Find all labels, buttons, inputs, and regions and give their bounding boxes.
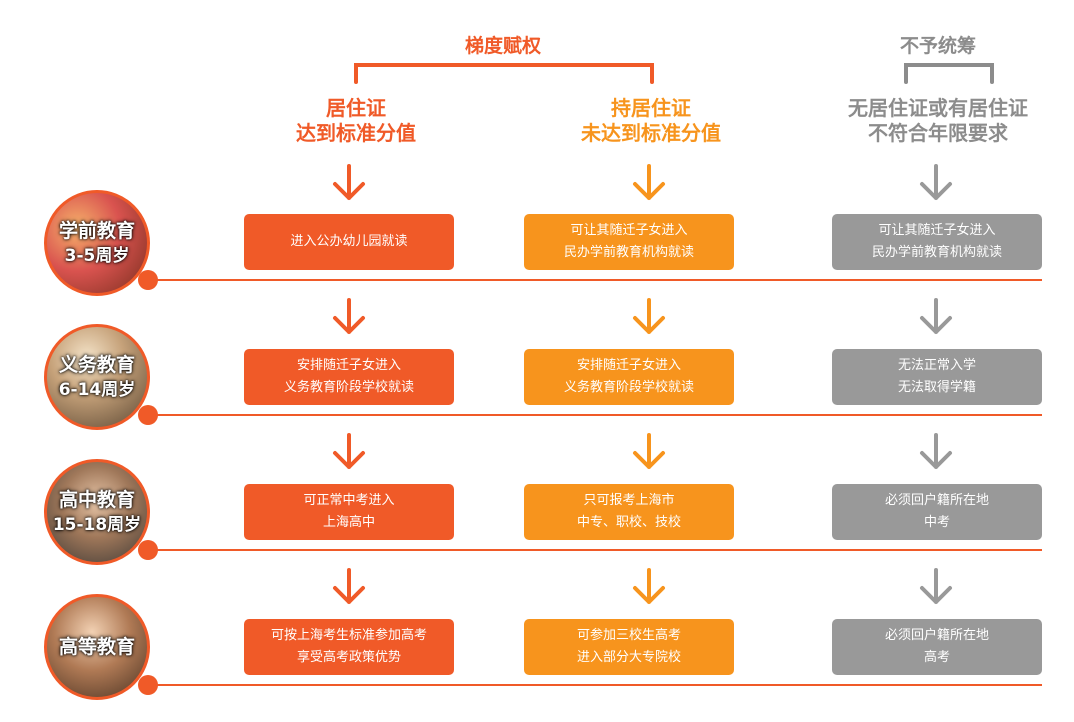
stage-compulsory-ages: 6-14周岁	[58, 380, 136, 400]
row2-col1-box: 安排随迁子女进入 义务教育阶段学校就读	[244, 349, 454, 405]
gradient-bracket	[354, 63, 654, 84]
row1-col2-box: 可让其随迁子女进入 民办学前教育机构就读	[524, 214, 734, 270]
arrow-down-icon	[920, 164, 952, 200]
row1-col3-box: 可让其随迁子女进入 民办学前教育机构就读	[832, 214, 1042, 270]
row3-col1-line2: 上海高中	[322, 515, 375, 530]
arrow-down-icon	[333, 298, 365, 334]
row3-col3-box: 必须回户籍所在地 中考	[832, 484, 1042, 540]
row1-col3-line1: 可让其随迁子女进入	[878, 223, 996, 238]
column-header-1-line2: 达到标准分值	[296, 121, 416, 145]
stage-higher-education-name: 高等教育	[58, 636, 135, 658]
stage-compulsory: 义务教育 6-14周岁	[44, 324, 150, 430]
arrow-down-icon	[333, 433, 365, 469]
row4-col1-line2: 享受高考政策优势	[296, 650, 401, 665]
row2-col3-line2: 无法取得学籍	[897, 380, 976, 395]
row2-col3-box: 无法正常入学 无法取得学籍	[832, 349, 1042, 405]
stage-preschool-name: 学前教育	[58, 220, 135, 242]
arrow-down-icon	[920, 298, 952, 334]
row3-col1-box: 可正常中考进入 上海高中	[244, 484, 454, 540]
row4-col3-line2: 高考	[923, 650, 950, 665]
arrow-down-icon	[333, 568, 365, 604]
row4-col2-box: 可参加三校生高考 进入部分大专院校	[524, 619, 734, 675]
row4-col2-line2: 进入部分大专院校	[576, 650, 681, 665]
stage-higher-education-dot	[138, 675, 158, 695]
stage-preschool-dot	[138, 270, 158, 290]
stage-preschool-ages: 3-5周岁	[64, 246, 130, 266]
stage-higher-education: 高等教育	[44, 594, 150, 700]
row3-col2-line1: 只可报考上海市	[583, 493, 675, 508]
row2-col2-line1: 安排随迁子女进入	[576, 358, 681, 373]
row2-divider	[148, 414, 1042, 416]
row4-col3-line1: 必须回户籍所在地	[884, 628, 989, 643]
stage-compulsory-name: 义务教育	[58, 354, 135, 376]
column-header-1-line1: 居住证	[326, 96, 386, 120]
row3-col1-line1: 可正常中考进入	[303, 493, 395, 508]
row4-col1-box: 可按上海考生标准参加高考 享受高考政策优势	[244, 619, 454, 675]
row2-col1-line2: 义务教育阶段学校就读	[283, 380, 414, 395]
row2-col1-line1: 安排随迁子女进入	[296, 358, 401, 373]
row2-col2-line2: 义务教育阶段学校就读	[563, 380, 694, 395]
row3-col3-line1: 必须回户籍所在地	[884, 493, 989, 508]
arrow-down-icon	[633, 433, 665, 469]
row4-col1-line1: 可按上海考生标准参加高考	[270, 628, 427, 643]
column-header-2: 持居住证 未达到标准分值	[551, 96, 751, 146]
column-header-1: 居住证 达到标准分值	[256, 96, 456, 146]
stage-compulsory-dot	[138, 405, 158, 425]
column-header-3-line2: 不符合年限要求	[868, 121, 1008, 145]
row1-col2-line1: 可让其随迁子女进入	[570, 223, 688, 238]
stage-highschool: 高中教育 15-18周岁	[44, 459, 150, 565]
row2-col2-box: 安排随迁子女进入 义务教育阶段学校就读	[524, 349, 734, 405]
row4-col3-box: 必须回户籍所在地 高考	[832, 619, 1042, 675]
row1-col3-line2: 民办学前教育机构就读	[871, 245, 1002, 260]
arrow-down-icon	[633, 568, 665, 604]
row3-col2-box: 只可报考上海市 中专、职校、技校	[524, 484, 734, 540]
row3-col2-line2: 中专、职校、技校	[576, 515, 681, 530]
column-header-2-line2: 未达到标准分值	[581, 121, 721, 145]
arrow-down-icon	[633, 298, 665, 334]
row2-col3-line1: 无法正常入学	[897, 358, 976, 373]
row1-col2-line2: 民办学前教育机构就读	[563, 245, 694, 260]
arrow-down-icon	[920, 568, 952, 604]
stage-preschool: 学前教育 3-5周岁	[44, 190, 150, 296]
row1-divider	[148, 279, 1042, 281]
no-coordination-label: 不予统筹	[899, 35, 976, 57]
row4-col2-line1: 可参加三校生高考	[576, 628, 681, 643]
column-header-3: 无居住证或有居住证 不符合年限要求	[833, 96, 1043, 146]
arrow-down-icon	[633, 164, 665, 200]
stage-highschool-dot	[138, 540, 158, 560]
stage-highschool-name: 高中教育	[58, 489, 135, 511]
row1-col1-box: 进入公办幼儿园就读	[244, 214, 454, 270]
gradient-label: 梯度赋权	[464, 35, 541, 57]
row3-divider	[148, 549, 1042, 551]
row4-divider	[148, 684, 1042, 686]
arrow-down-icon	[333, 164, 365, 200]
stage-highschool-ages: 15-18周岁	[52, 515, 142, 535]
row1-col1-line1: 进入公办幼儿园就读	[290, 234, 408, 249]
column-header-2-line1: 持居住证	[611, 96, 691, 120]
row3-col3-line2: 中考	[923, 515, 950, 530]
column-header-3-line1: 无居住证或有居住证	[848, 96, 1028, 120]
no-coordination-bracket	[904, 63, 994, 84]
arrow-down-icon	[920, 433, 952, 469]
